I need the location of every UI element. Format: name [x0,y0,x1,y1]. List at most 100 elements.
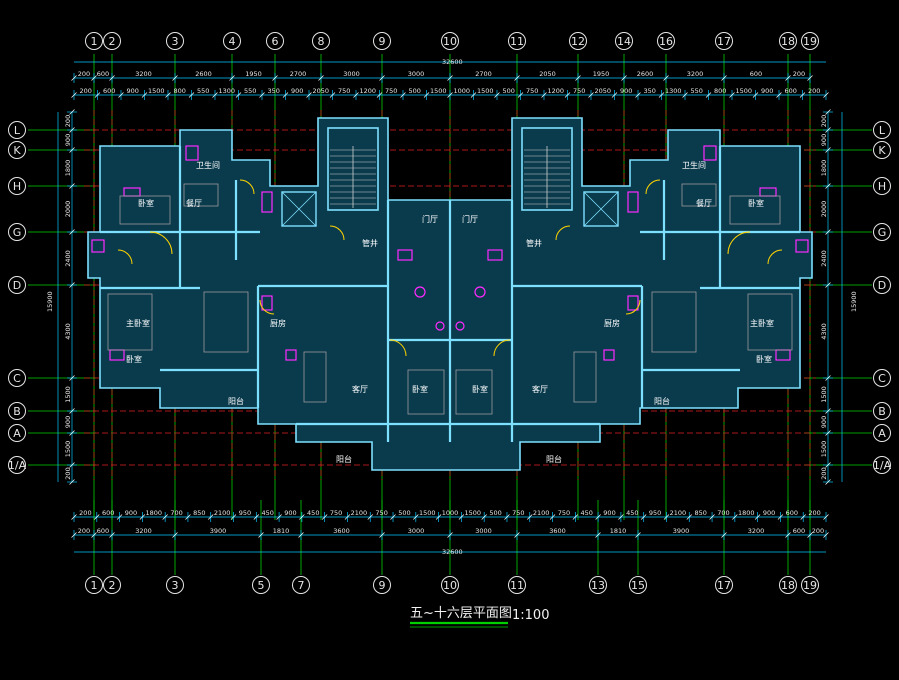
axis-bubble: 15 [629,576,647,594]
room-label: 客厅 [352,384,368,394]
axis-bubble-label: L [14,124,21,137]
axis-bubble-label: 7 [298,579,305,592]
axis-bubble-label: 3 [172,35,179,48]
dimension-label: 1500 [64,441,72,458]
axis-bubble: 3 [166,576,184,594]
dimension-label: 450 [581,509,593,517]
axis-bubble-label: 9 [379,35,386,48]
drawing-scale: 1:100 [512,608,549,623]
dimension-label: 1500 [419,509,436,517]
dimension-label: 1500 [477,87,494,95]
dimension-label: 700 [717,509,729,517]
dimension-label: 4300 [820,323,828,340]
dimension-label: 550 [691,87,703,95]
dimension-label: 1800 [64,160,72,177]
axis-bubble-label: L [879,124,886,137]
dimension-label: 600 [785,87,797,95]
dimension-label: 900 [284,509,296,517]
room-label: 厨房 [604,318,620,328]
room-label: 卫生间 [196,160,220,170]
room-label: 卧室 [472,384,488,394]
axis-bubble: L [873,121,891,139]
dimension-label: 200 [79,509,91,517]
dimension-label: 200 [78,70,90,78]
axis-bubble-label: 2 [109,579,116,592]
axis-bubble: 7 [292,576,310,594]
room-label: 卧室 [126,354,142,364]
axis-bubble: 18 [779,576,797,594]
axis-bubble-label: 8 [318,35,325,48]
dimension-label: 750 [558,509,570,517]
dimension-label: 750 [375,509,387,517]
dimension-label: 1500 [465,509,482,517]
axis-bubble: 11 [508,32,526,50]
axis-bubble: 9 [373,32,391,50]
axis-bubble: 14 [615,32,633,50]
dimension-label: 2100 [214,509,231,517]
axis-bubble-label: 2 [109,35,116,48]
dimension-label: 900 [603,509,615,517]
room-label: 餐厅 [186,199,202,208]
dimension-label: 2050 [312,87,329,95]
axis-bubble: 1 [85,576,103,594]
dimension-label: 800 [714,87,726,95]
dimension-label: 1810 [610,527,627,535]
axis-bubble-label: 12 [571,35,585,48]
axis-bubble: 19 [801,32,819,50]
dimension-label: 750 [512,509,524,517]
dimension-label: 200 [808,509,820,517]
dimension-label: 700 [170,509,182,517]
axis-bubble: B [8,402,26,420]
axis-bubble-label: H [878,180,886,193]
dimension-label: 2050 [594,87,611,95]
room-label: 阳台 [546,454,562,464]
axis-bubble: G [8,223,26,241]
axis-bubble-label: 4 [229,35,236,48]
axis-bubble: C [873,369,891,387]
room-label: 卧室 [756,354,772,364]
dimension-label: 1810 [273,527,290,535]
dimension-label: 1500 [820,441,828,458]
dimension-label: 850 [193,509,205,517]
axis-bubble: 1 [85,32,103,50]
axis-bubble: 10 [441,576,459,594]
dimension-label: 600 [103,87,115,95]
dimension-label: 350 [644,87,656,95]
dimension-label: 1500 [430,87,447,95]
room-label: 卫生间 [682,160,706,170]
axis-bubble-label: 17 [717,579,731,592]
dimension-label: 550 [197,87,209,95]
axis-bubble-label: 10 [443,579,457,592]
dimension-label: 900 [763,509,775,517]
dimension-label: 1800 [738,509,755,517]
dimension-label: 3900 [673,527,690,535]
dimension-label: 2400 [820,250,828,267]
dimension-label: 1800 [145,509,162,517]
dimension-label: 600 [786,509,798,517]
dimension-label: 1500 [148,87,165,95]
room-label: 阳台 [654,396,670,406]
dimension-label: 3000 [408,70,425,78]
room-label: 卧室 [138,198,154,208]
dimension-label: 3200 [748,527,765,535]
axis-bubble-label: 16 [659,35,673,48]
dimension-label: 2400 [64,250,72,267]
dimension-label: 1200 [359,87,376,95]
dimension-label: 450 [626,509,638,517]
axis-bubble-label: 5 [258,579,265,592]
drawing-title-block: 五~十六层平面图 1:100 [410,606,549,628]
axis-bubble-label: 14 [617,35,631,48]
dimension-label: 200 [64,115,72,127]
room-label: 门厅 [422,214,438,224]
axis-bubble: 1/A [8,456,27,474]
axis-bubble-label: 11 [510,35,524,48]
dimension-label: 200 [812,527,824,535]
dimension-label: 500 [503,87,515,95]
dimension-label: 3000 [343,70,360,78]
interior-walls [100,146,800,442]
door-swings [117,179,783,357]
axis-bubble: 4 [223,32,241,50]
axis-bubble: L [8,121,26,139]
dimension-label: 200 [820,467,828,479]
